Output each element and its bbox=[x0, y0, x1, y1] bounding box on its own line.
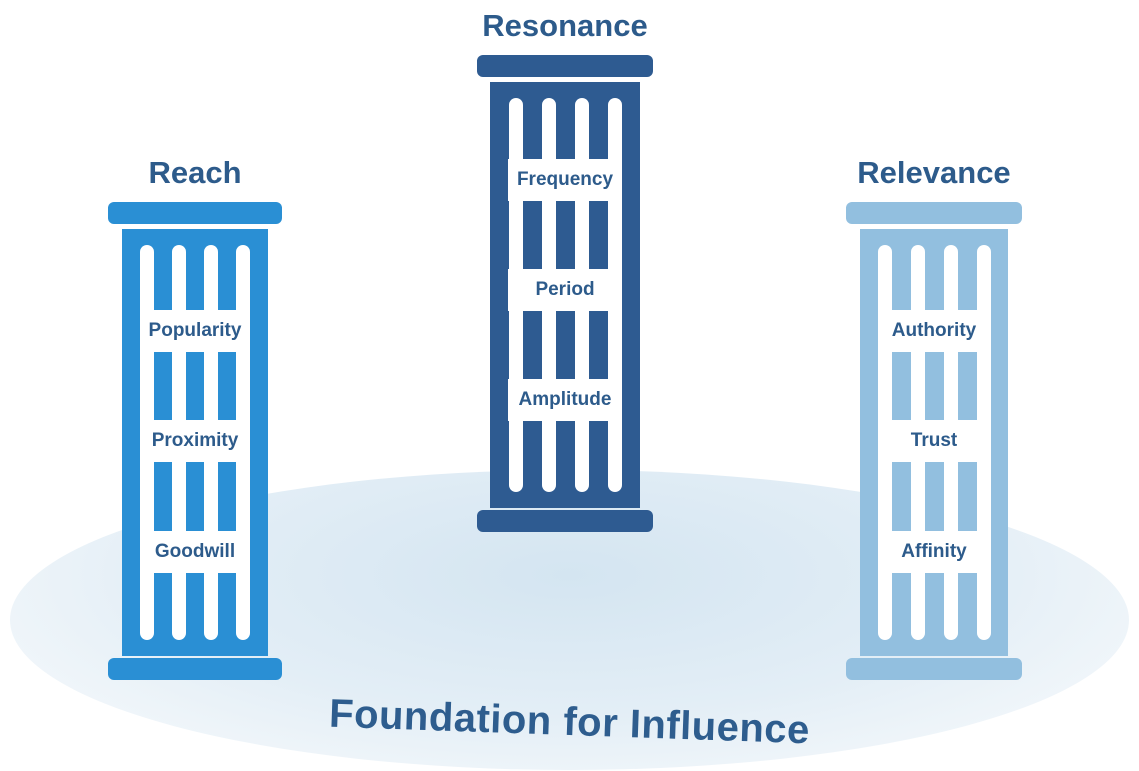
pillar-capital bbox=[108, 202, 282, 224]
pillar-title-reach: Reach bbox=[148, 155, 242, 190]
pillar-title-resonance: Resonance bbox=[482, 8, 648, 43]
pillar-title-relevance: Relevance bbox=[857, 155, 1011, 190]
pillar-base bbox=[108, 658, 282, 680]
pillar-label-popularity: Popularity bbox=[140, 310, 250, 352]
pillar-base bbox=[846, 658, 1022, 680]
pillar-shaft: Authority Trust Affinity bbox=[860, 229, 1008, 656]
pillar-label-affinity: Affinity bbox=[878, 531, 990, 573]
pillar-label-trust: Trust bbox=[878, 420, 990, 462]
pillar-capital bbox=[846, 202, 1022, 224]
pillar-label-authority: Authority bbox=[878, 310, 990, 352]
pillar-base bbox=[477, 510, 653, 532]
pillar-label-frequency: Frequency bbox=[508, 159, 622, 201]
pillar-shaft: Popularity Proximity Goodwill bbox=[122, 229, 268, 656]
pillar-label-proximity: Proximity bbox=[140, 420, 250, 462]
pillar-label-goodwill: Goodwill bbox=[140, 531, 250, 573]
pillar-label-amplitude: Amplitude bbox=[508, 379, 622, 421]
pillar-shaft: Frequency Period Amplitude bbox=[490, 82, 640, 508]
pillar-label-period: Period bbox=[508, 269, 622, 311]
pillar-capital bbox=[477, 55, 653, 77]
